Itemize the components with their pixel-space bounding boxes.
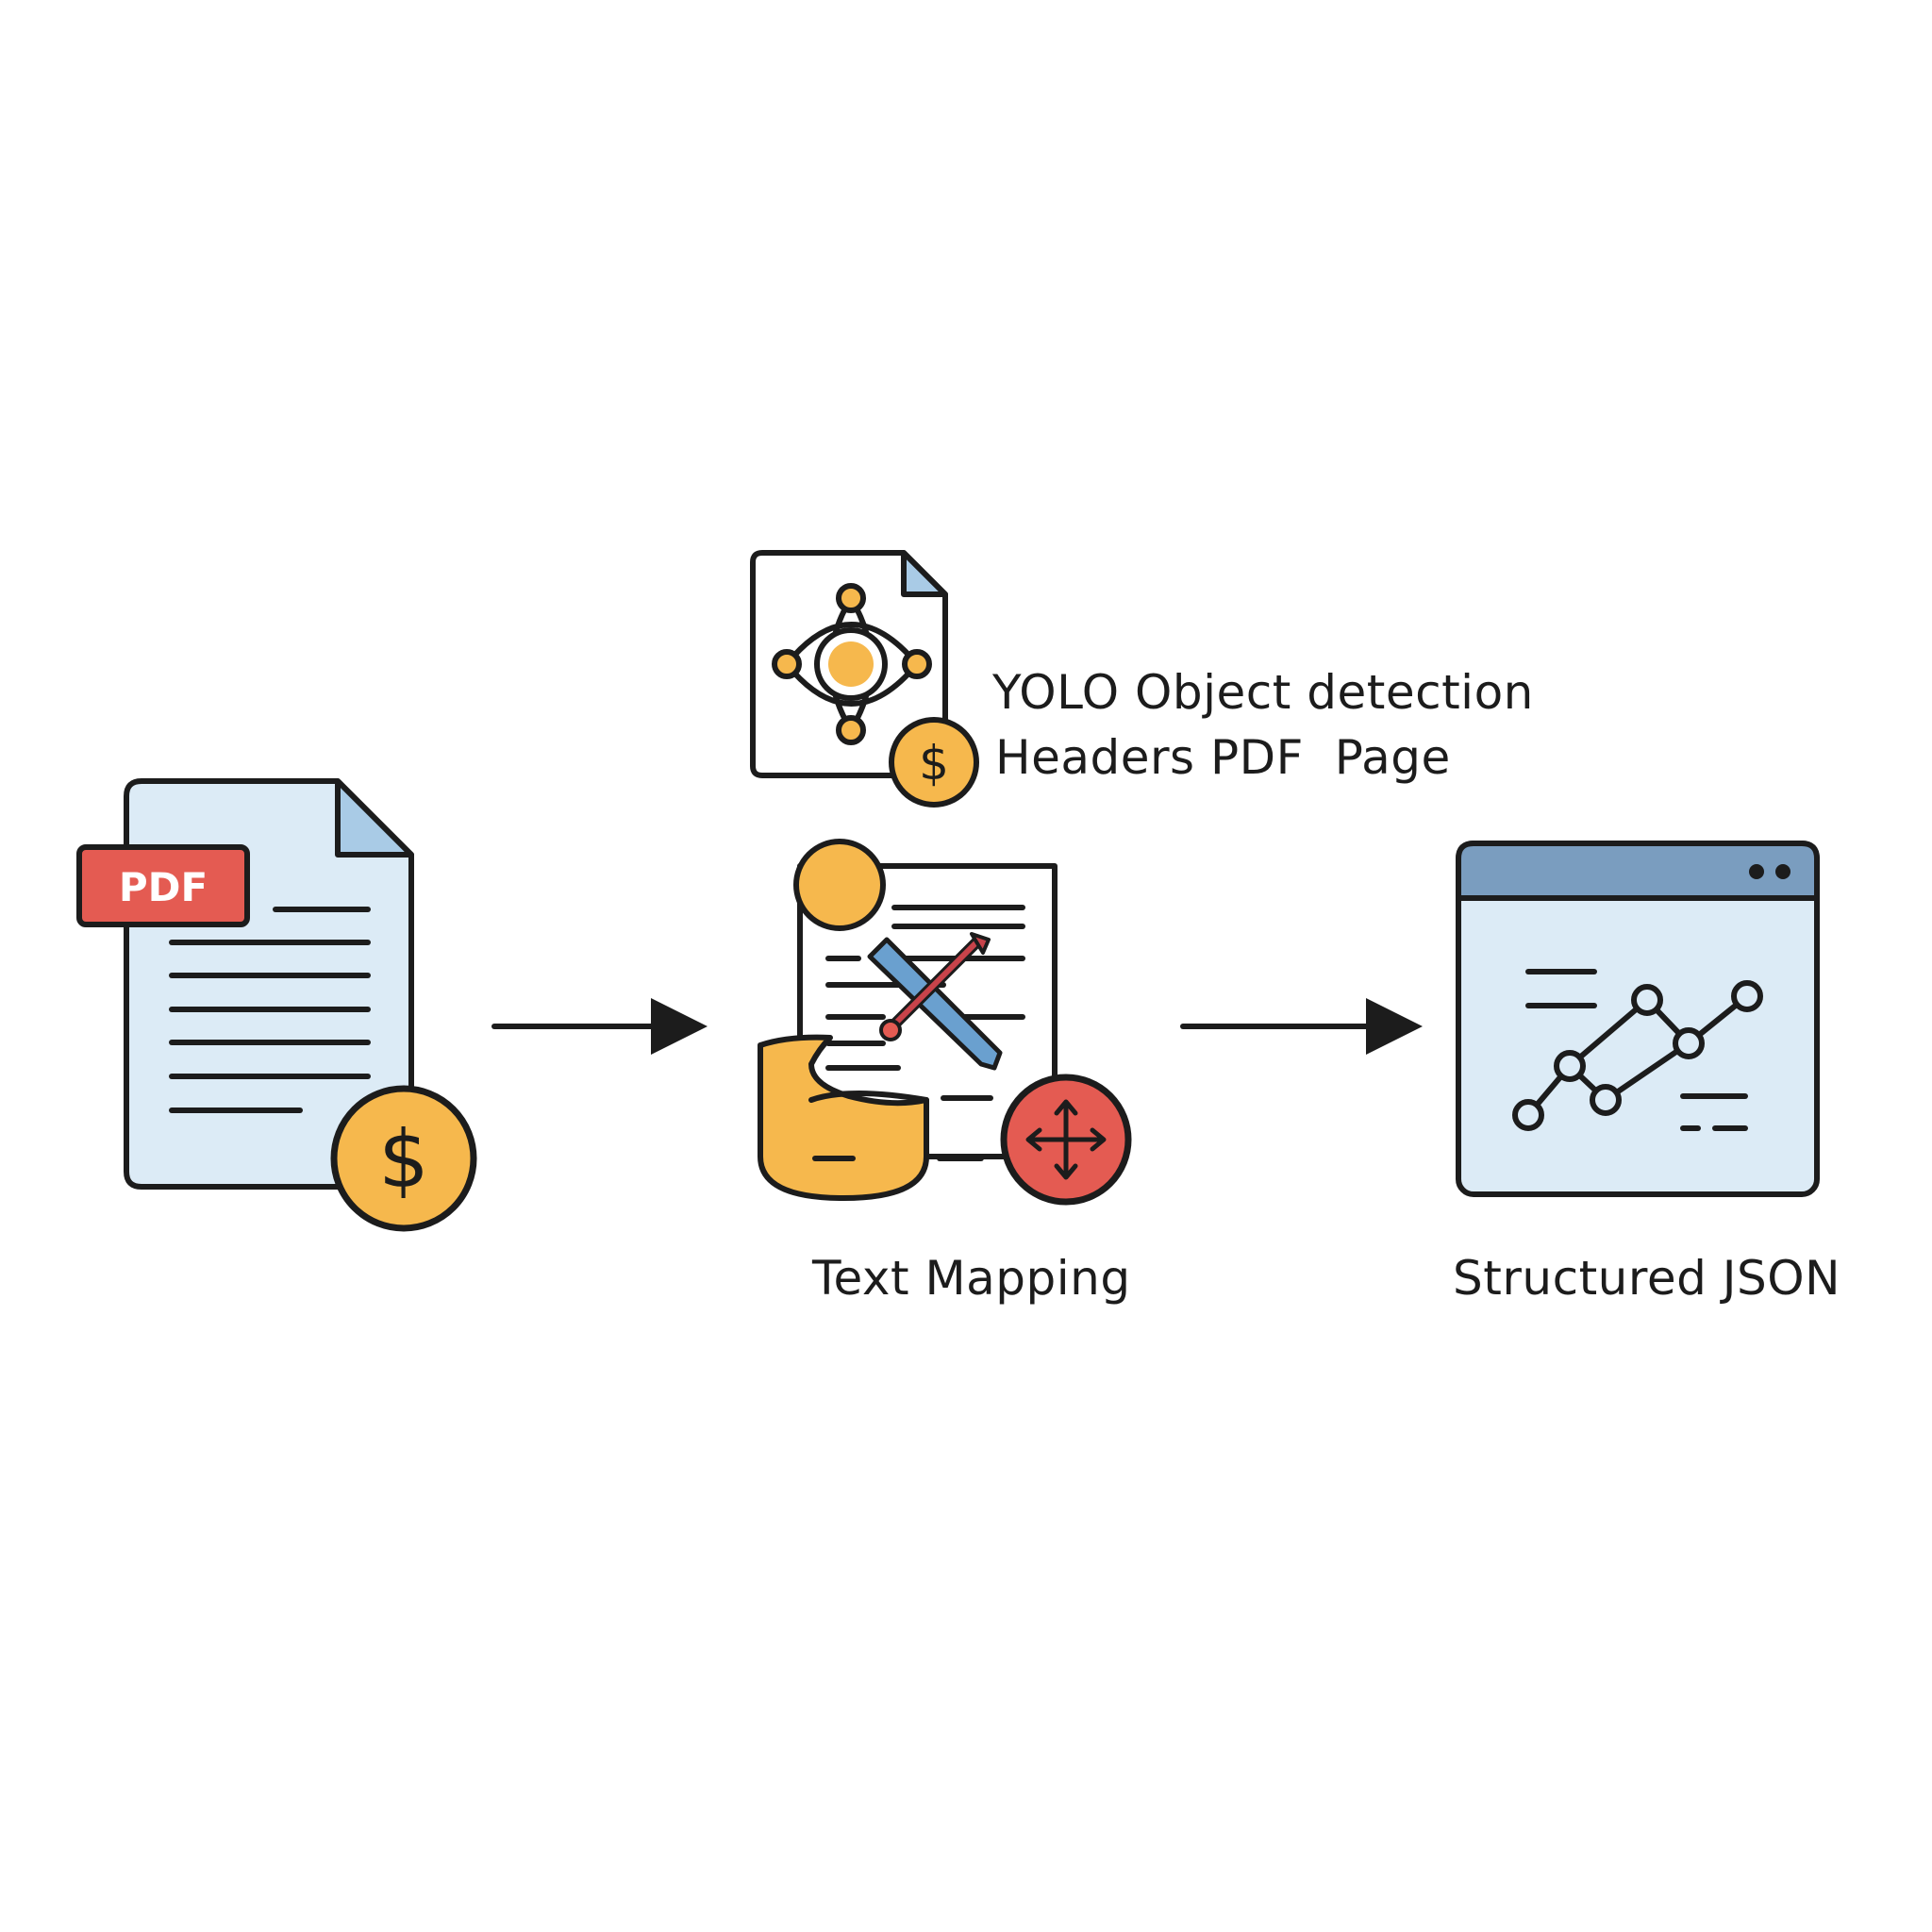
detection-label-line-2: Headers PDF Page [995, 730, 1451, 785]
svg-text:$: $ [919, 736, 949, 791]
svg-text:$: $ [378, 1113, 428, 1206]
svg-text:PDF: PDF [119, 864, 208, 910]
pdf-text-lines [169, 907, 371, 1113]
object-detection-icon: $ [750, 550, 979, 808]
detection-label-line-1: YOLO Object detection [992, 665, 1534, 720]
json-window-chart-icon [1456, 841, 1820, 1197]
dollar-coin-icon: $ [330, 1085, 477, 1232]
window-dot [1775, 864, 1790, 879]
pencil-cross-icon [867, 932, 1003, 1071]
window-dot [1749, 864, 1764, 879]
structured-json-label: Structured JSON [1453, 1251, 1840, 1306]
text-mapping-label: Text Mapping [812, 1251, 1131, 1306]
pdf-badge: PDF [76, 844, 250, 927]
pdf-document-icon: PDF [76, 778, 414, 1190]
window-titlebar [1456, 841, 1820, 901]
dollar-coin-icon: $ [889, 717, 979, 808]
line-chart-icon [1512, 980, 1763, 1131]
cylinder-icon [758, 1034, 929, 1201]
eye-network-icon [772, 583, 932, 745]
move-arrows-icon [1000, 1074, 1132, 1206]
text-mapping-icon [758, 839, 1132, 1206]
user-circle [793, 839, 886, 931]
